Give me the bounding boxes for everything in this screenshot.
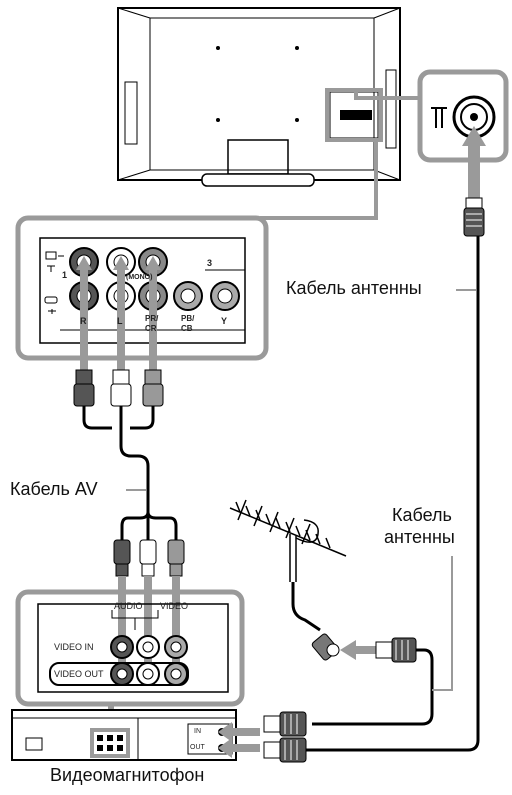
tv-pr-label: PR/ CR (145, 314, 159, 333)
antenna-icon (229, 499, 347, 582)
tv-l-label: L (117, 316, 123, 326)
vcr-panel (15, 589, 245, 707)
vcr-video-label: VIDEO (160, 601, 189, 611)
antenna-cable-label-2a: Кабель (392, 505, 452, 525)
vcr-device (11, 709, 237, 761)
coax-plug-in (263, 711, 307, 737)
tv-mono-label: (MONO) (126, 274, 153, 281)
tv-y-label: Y (221, 316, 228, 326)
vcr-label: Видеомагнитофон (50, 765, 205, 785)
vcr-jacks (110, 635, 188, 686)
vcr-out-label: OUT (190, 744, 205, 751)
vcr-video-in-label: VIDEO IN (54, 642, 94, 652)
coax-plug-out (263, 737, 307, 763)
antenna-cable-label-1: Кабель антенны (286, 278, 422, 298)
antenna-jack (417, 69, 509, 163)
av-plugs-top (73, 369, 164, 407)
antenna-plug (311, 633, 340, 661)
av-plugs-bottom (113, 539, 185, 577)
tv-input-1-label: 1 (62, 270, 68, 280)
vcr-audio-label: AUDIO (114, 601, 143, 611)
tv-rear (117, 7, 401, 187)
vcr-video-out-label: VIDEO OUT (54, 669, 104, 679)
tv-pb-label: PB/ CB (181, 314, 195, 333)
vcr-in-label: IN (194, 728, 201, 735)
tv-input-3-label: 3 (207, 258, 213, 268)
coax-plug-mid (375, 637, 417, 663)
av-cable-label: Кабель AV (10, 479, 98, 499)
tv-r-label: R (80, 316, 87, 326)
coax-plug-top (463, 197, 485, 237)
antenna-cable-label-2b: антенны (384, 527, 455, 547)
